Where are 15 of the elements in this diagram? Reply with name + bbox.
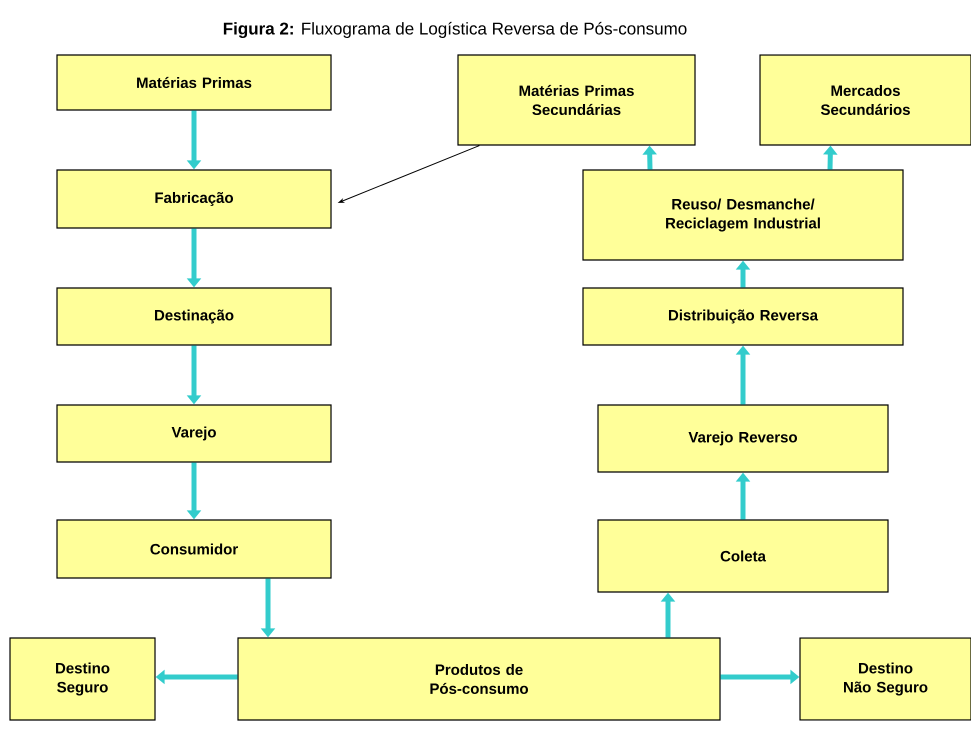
process-box: Varejo Reverso xyxy=(597,404,889,473)
process-box: Matérias Primas xyxy=(56,54,332,111)
process-box: Distribuição Reversa xyxy=(582,287,904,346)
process-box: Destinação xyxy=(56,287,332,346)
process-box: Consumidor xyxy=(56,519,332,579)
process-box: Fabricação xyxy=(56,169,332,229)
process-box: Coleta xyxy=(597,519,889,593)
process-box: Destino Não Seguro xyxy=(799,637,971,721)
process-box: Matérias Primas Secundárias xyxy=(457,54,696,146)
process-box: Destino Seguro xyxy=(9,637,156,721)
figure-title: Figura 2: Fluxograma de Logística Reversa de Pós-consumo xyxy=(224,22,686,38)
process-box: Varejo xyxy=(56,404,332,463)
process-box: Mercados Secundários xyxy=(759,54,971,146)
process-box: Produtos de Pós-consumo xyxy=(237,637,721,721)
process-box: Reuso/ Desmanche/ Reciclagem Industrial xyxy=(582,169,904,261)
